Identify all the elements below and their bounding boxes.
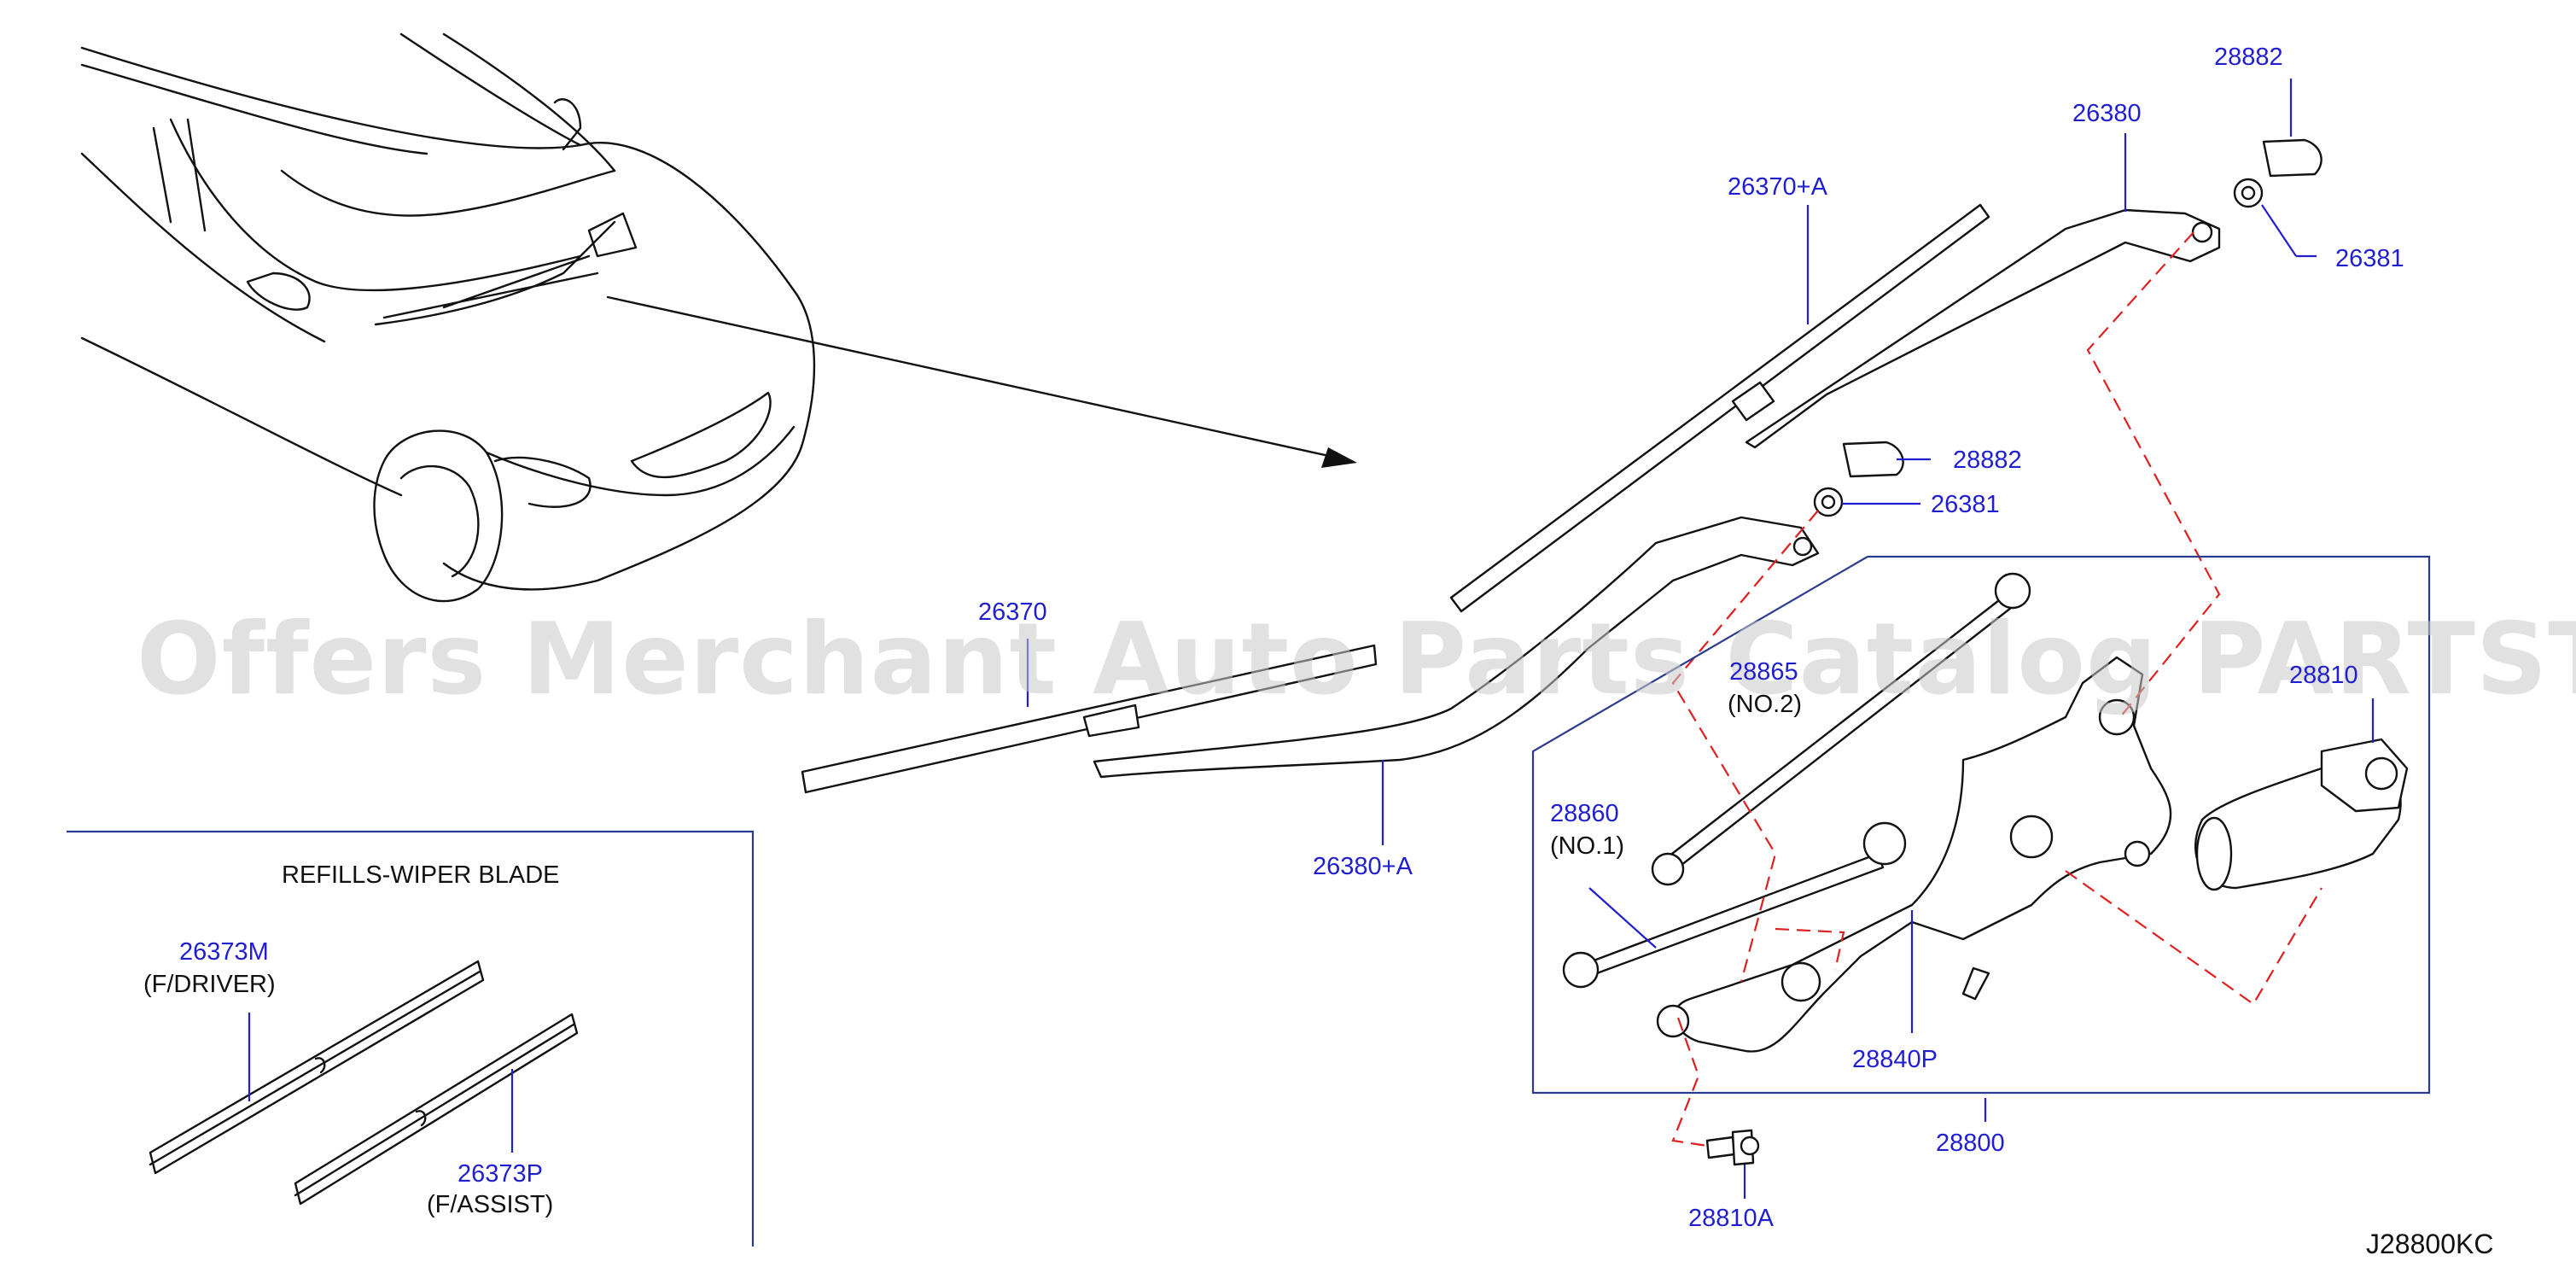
pointer-arrow-head (1321, 447, 1357, 468)
label-28810: 28810 (2289, 662, 2358, 689)
label-28860-note: (NO.1) (1550, 832, 1624, 860)
pivot-cap-28882-top (2262, 138, 2322, 178)
frame-28840P (1656, 656, 2172, 1053)
watermark-text: Offers Merchant Auto Parts Catalog PARTS… (137, 602, 2576, 717)
label-26381-top: 26381 (2335, 245, 2404, 272)
arm-26380A (1093, 516, 1820, 779)
label-28810A: 28810A (1688, 1205, 1775, 1232)
blade-26370A (1449, 203, 1990, 613)
label-26373M: 26373M (179, 938, 269, 966)
label-28882-mid: 28882 (1953, 447, 2022, 474)
pointer-arrow-line (606, 295, 1354, 463)
assembly-box-28800 (1531, 555, 2431, 1095)
label-28840P: 28840P (1852, 1046, 1938, 1073)
nut-26381-mid (1813, 487, 1844, 517)
label-28882-top: 28882 (2214, 44, 2283, 71)
blade-26370 (801, 644, 1378, 794)
label-26373P: 26373P (458, 1160, 543, 1188)
label-26370: 26370 (978, 598, 1047, 626)
refills-title: REFILLS-WIPER BLADE (282, 861, 560, 889)
arm-pivot-hole (1792, 536, 1813, 557)
link-28865-no2 (1651, 572, 2031, 886)
label-26381-mid: 26381 (1931, 491, 2000, 518)
motor-28810 (2194, 738, 2409, 891)
bolt-28810A (1705, 1129, 1760, 1166)
label-28860: 28860 (1550, 800, 1619, 827)
label-28865: 28865 (1729, 658, 1798, 686)
link-28860-no1 (1562, 821, 1907, 989)
label-26380A: 26380+A (1313, 853, 1413, 880)
diagram-code: J28800KC (2366, 1229, 2493, 1259)
alignment-dashed-lines (1671, 231, 2322, 1147)
refills-box (67, 830, 755, 1247)
label-26370A: 26370+A (1728, 173, 1828, 201)
part-labels: 28882 26380 26370+A 26381 28882 26381 26… (143, 44, 2493, 1259)
car-overview-illustration (80, 32, 816, 603)
label-26380: 26380 (2072, 100, 2142, 127)
refill-26373M (149, 960, 485, 1175)
refill-26373P (294, 1013, 579, 1206)
leader-lines (248, 79, 2375, 1199)
label-28800: 28800 (1936, 1130, 2005, 1157)
label-26373M-note: (F/DRIVER) (143, 971, 276, 998)
label-26373P-note: (F/ASSIST) (427, 1191, 553, 1218)
pivot-cap-28882-mid (1842, 441, 1904, 478)
nut-26381-top (2233, 178, 2264, 208)
label-28865-note: (NO.2) (1728, 691, 1802, 718)
